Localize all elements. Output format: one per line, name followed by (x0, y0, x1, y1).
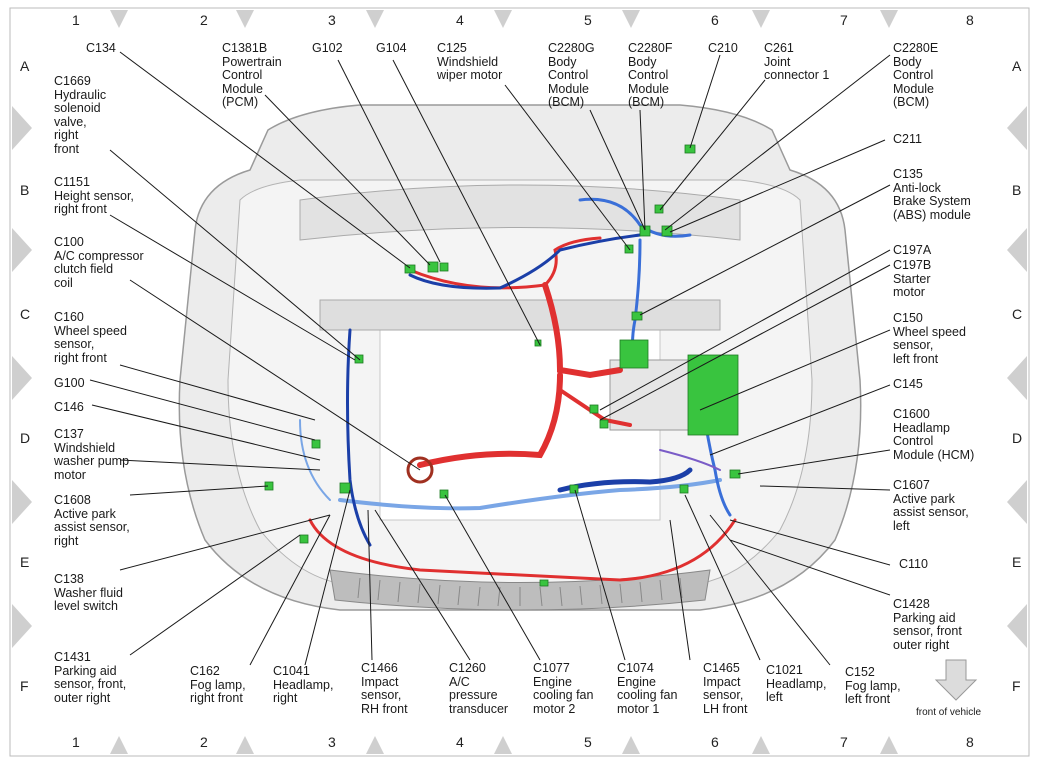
callout-c197a: C197A (893, 243, 932, 257)
callout-c1381b: C1381B Powertrain Control Module (PCM) (222, 41, 282, 109)
callout-c210: C210 (708, 41, 738, 55)
callout-c1077: C1077 Engine cooling fan motor 2 (533, 661, 594, 716)
callout-g102: G102 (312, 41, 343, 55)
callout-c1151: C1151 Height sensor, right front (54, 175, 134, 216)
callout-c1669: C1669 Hydraulic solenoid valve, right fr… (54, 74, 107, 156)
callout-g100: G100 (54, 376, 85, 390)
col-label-5-top: 5 (584, 12, 592, 28)
col-label-6-bottom: 6 (711, 734, 719, 750)
callout-c1260: C1260 A/C pressure transducer (449, 661, 509, 716)
grid-markers (12, 10, 1027, 754)
callout-c1021: C1021 Headlamp, left (766, 663, 827, 704)
callout-c1608: C1608 Active park assist sensor, right (54, 493, 130, 548)
vehicle-body (178, 104, 862, 611)
callout-c2280e: C2280E Body Control Module (BCM) (893, 41, 939, 109)
callout-g104: G104 (376, 41, 407, 55)
front-of-vehicle-label: front of vehicle (916, 707, 982, 718)
callout-c152: C152 Fog lamp, left front (845, 665, 901, 706)
callout-c2280f: C2280F Body Control Module (BCM) (628, 41, 673, 109)
col-label-5-bottom: 5 (584, 734, 592, 750)
callout-c100: C100 A/C compressor clutch field coil (54, 235, 144, 290)
col-label-8-bottom: 8 (966, 734, 974, 750)
callout-c261: C261 Joint connector 1 (764, 41, 830, 82)
col-label-3-top: 3 (328, 12, 336, 28)
row-label-e-left: E (20, 554, 30, 570)
callout-c146: C146 (54, 400, 84, 414)
col-label-3-bottom: 3 (328, 734, 336, 750)
callout-c211: C211 (893, 132, 922, 146)
row-label-d-right: D (1012, 430, 1023, 446)
row-label-d-left: D (20, 430, 31, 446)
col-label-7-bottom: 7 (840, 734, 848, 750)
leader-lines (89, 51, 891, 666)
row-label-f-left: F (20, 678, 29, 694)
col-label-8-top: 8 (966, 12, 974, 28)
callout-c110: C110 (899, 557, 928, 571)
col-label-7-top: 7 (840, 12, 848, 28)
callout-c1431: C1431 Parking aid sensor, front, outer r… (54, 650, 127, 705)
callout-c1600: C1600 Headlamp Control Module (HCM) (893, 407, 975, 462)
harness-routes (299, 197, 737, 582)
callout-c162: C162 Fog lamp, right front (190, 664, 246, 705)
callout-c1465: C1465 Impact sensor, LH front (703, 661, 748, 716)
callout-c1607: C1607 Active park assist sensor, left (893, 478, 969, 533)
callout-c125: C125 Windshield wiper motor (437, 41, 503, 82)
row-label-e-right: E (1012, 554, 1022, 570)
col-label-2-top: 2 (200, 12, 208, 28)
callout-c1074: C1074 Engine cooling fan motor 1 (617, 661, 678, 716)
callout-c1041: C1041 Headlamp, right (273, 664, 334, 705)
row-label-b-right: B (1012, 182, 1022, 198)
callout-c137: C137 Windshield washer pump motor (54, 427, 130, 482)
row-label-a-right: A (1012, 58, 1022, 74)
callout-c138: C138 Washer fluid level switch (54, 572, 124, 613)
col-label-4-bottom: 4 (456, 734, 464, 750)
callout-c150: C150 Wheel speed sensor, left front (893, 311, 966, 366)
callout-c197b: C197B Starter motor (893, 258, 932, 299)
row-label-a-left: A (20, 58, 30, 74)
callout-c135: C135 Anti-lock Brake System (ABS) module (893, 167, 971, 222)
row-label-c-right: C (1012, 306, 1023, 322)
col-label-1-top: 1 (72, 12, 80, 28)
row-label-c-left: C (20, 306, 31, 322)
callout-c1428: C1428 Parking aid sensor, front outer ri… (893, 597, 962, 652)
col-label-1-bottom: 1 (72, 734, 80, 750)
diagram-frame (9, 7, 1030, 757)
col-label-2-bottom: 2 (200, 734, 208, 750)
col-label-6-top: 6 (711, 12, 719, 28)
callout-c1466: C1466 Impact sensor, RH front (361, 661, 408, 716)
callout-c134: C134 (86, 41, 116, 55)
callout-c160: C160 Wheel speed sensor, right front (54, 310, 127, 365)
col-label-4-top: 4 (456, 12, 464, 28)
row-label-b-left: B (20, 182, 30, 198)
front-of-vehicle-arrow (934, 659, 978, 701)
callout-c145: C145 (893, 377, 923, 391)
callout-c2280g: C2280G Body Control Module (BCM) (548, 41, 595, 109)
row-label-f-right: F (1012, 678, 1021, 694)
